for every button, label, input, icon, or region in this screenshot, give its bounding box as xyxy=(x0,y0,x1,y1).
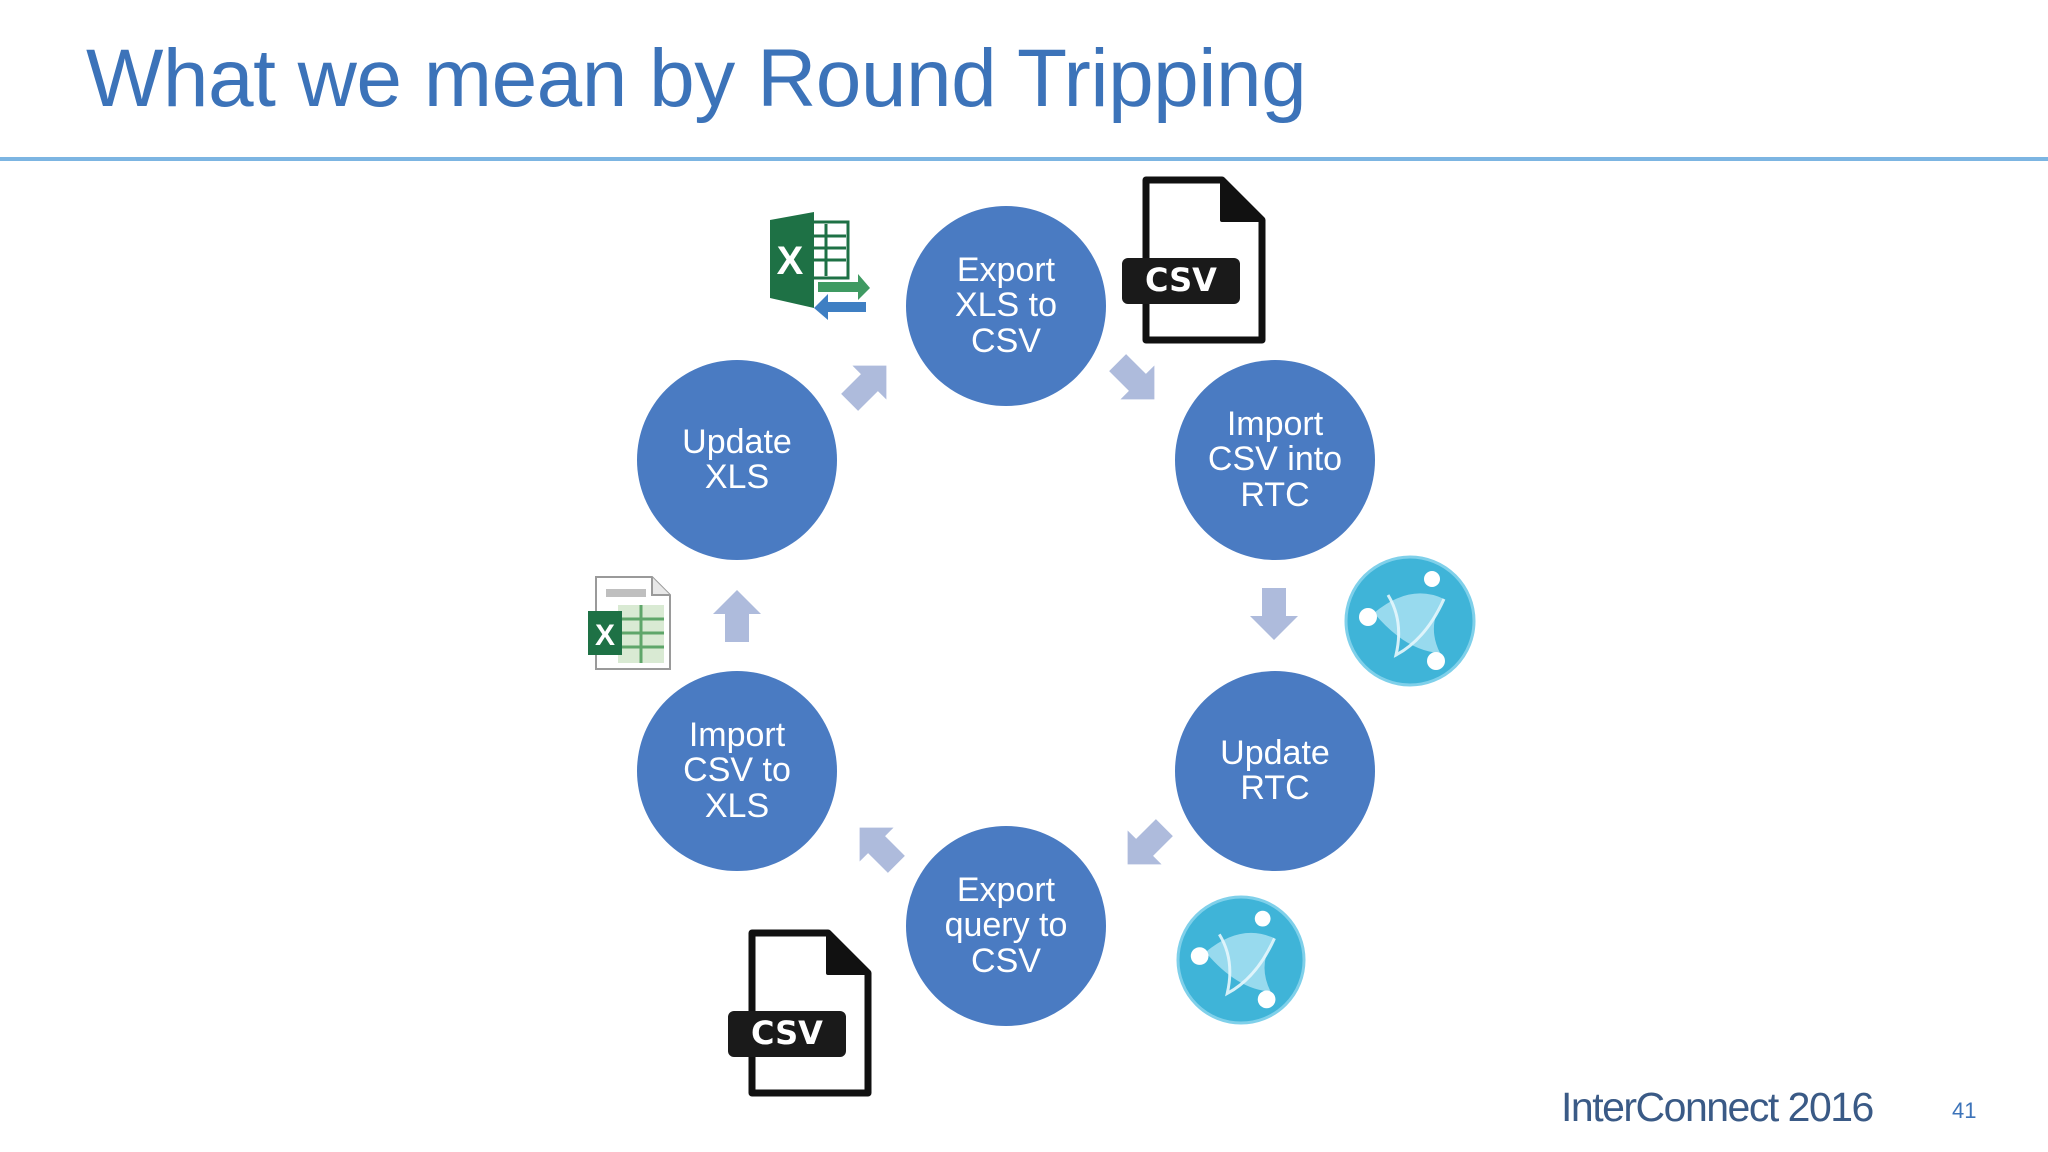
flow-arrow-import-rtc-to-update-rtc xyxy=(1250,588,1298,640)
node-label-line: Import xyxy=(688,716,786,755)
node-label: Import CSV to XLS xyxy=(683,718,791,823)
node-label-line: CSV xyxy=(971,941,1041,980)
node-label: Export XLS to CSV xyxy=(955,253,1057,358)
slide-title: What we mean by Round Tripping xyxy=(86,33,1307,124)
node-label-line: query to xyxy=(944,906,1068,945)
csv-file-icon: CSV xyxy=(1122,176,1266,344)
excel-sheet-icon: X xyxy=(588,576,671,670)
csv-file-icon: CSV xyxy=(728,929,872,1097)
node-label-line: CSV into xyxy=(1207,440,1343,479)
node-label-line: XLS to xyxy=(954,286,1058,325)
node-import-csv-to-xls: Import CSV to XLS xyxy=(637,671,837,871)
node-import-csv-into-rtc: Import CSV into RTC xyxy=(1175,360,1375,560)
flow-arrow-update-xls-to-export-xls xyxy=(841,365,887,411)
node-update-rtc: Update RTC xyxy=(1175,671,1375,871)
node-export-query-to-csv: Export query to CSV xyxy=(906,826,1106,1026)
csv-tag-label: CSV xyxy=(1145,261,1217,299)
node-label-line: RTC xyxy=(1240,475,1310,514)
node-label-line: RTC xyxy=(1240,769,1310,807)
node-label-line: Import xyxy=(1226,405,1324,444)
node-export-xls-to-csv: Export XLS to CSV xyxy=(906,206,1106,406)
node-label-line: CSV to xyxy=(683,751,791,790)
page-number: 41 xyxy=(1952,1098,1977,1123)
flow-arrow-export-query-to-import-xls xyxy=(859,827,905,873)
node-label-line: CSV xyxy=(971,321,1041,360)
flow-arrow-import-xls-to-update-xls xyxy=(713,590,761,642)
svg-text:X: X xyxy=(777,239,804,283)
node-update-xls: Update XLS xyxy=(637,360,837,560)
node-label-line: XLS xyxy=(704,458,770,496)
node-label: Update RTC xyxy=(1220,733,1330,807)
flow-arrow-export-to-import-rtc xyxy=(1109,354,1155,400)
svg-text:X: X xyxy=(595,619,615,652)
node-label: Export query to CSV xyxy=(945,873,1068,978)
node-label-line: Update xyxy=(682,422,792,461)
excel-convert-icon: X xyxy=(770,212,870,320)
footer-brand: InterConnect 2016 xyxy=(1561,1084,1874,1130)
node-label-line: Export xyxy=(956,871,1056,910)
csv-tag-label: CSV xyxy=(751,1014,823,1052)
node-label: Update XLS xyxy=(682,422,792,496)
node-label-line: XLS xyxy=(704,786,770,825)
rtc-globe-icon xyxy=(1344,555,1476,687)
node-label-line: Export xyxy=(956,251,1056,290)
node-label-line: Update xyxy=(1220,733,1330,772)
rtc-globe-icon xyxy=(1176,895,1306,1025)
title-divider xyxy=(0,157,2048,161)
node-label: Import CSV into RTC xyxy=(1208,407,1342,512)
flow-arrow-update-rtc-to-export-query xyxy=(1127,819,1173,865)
